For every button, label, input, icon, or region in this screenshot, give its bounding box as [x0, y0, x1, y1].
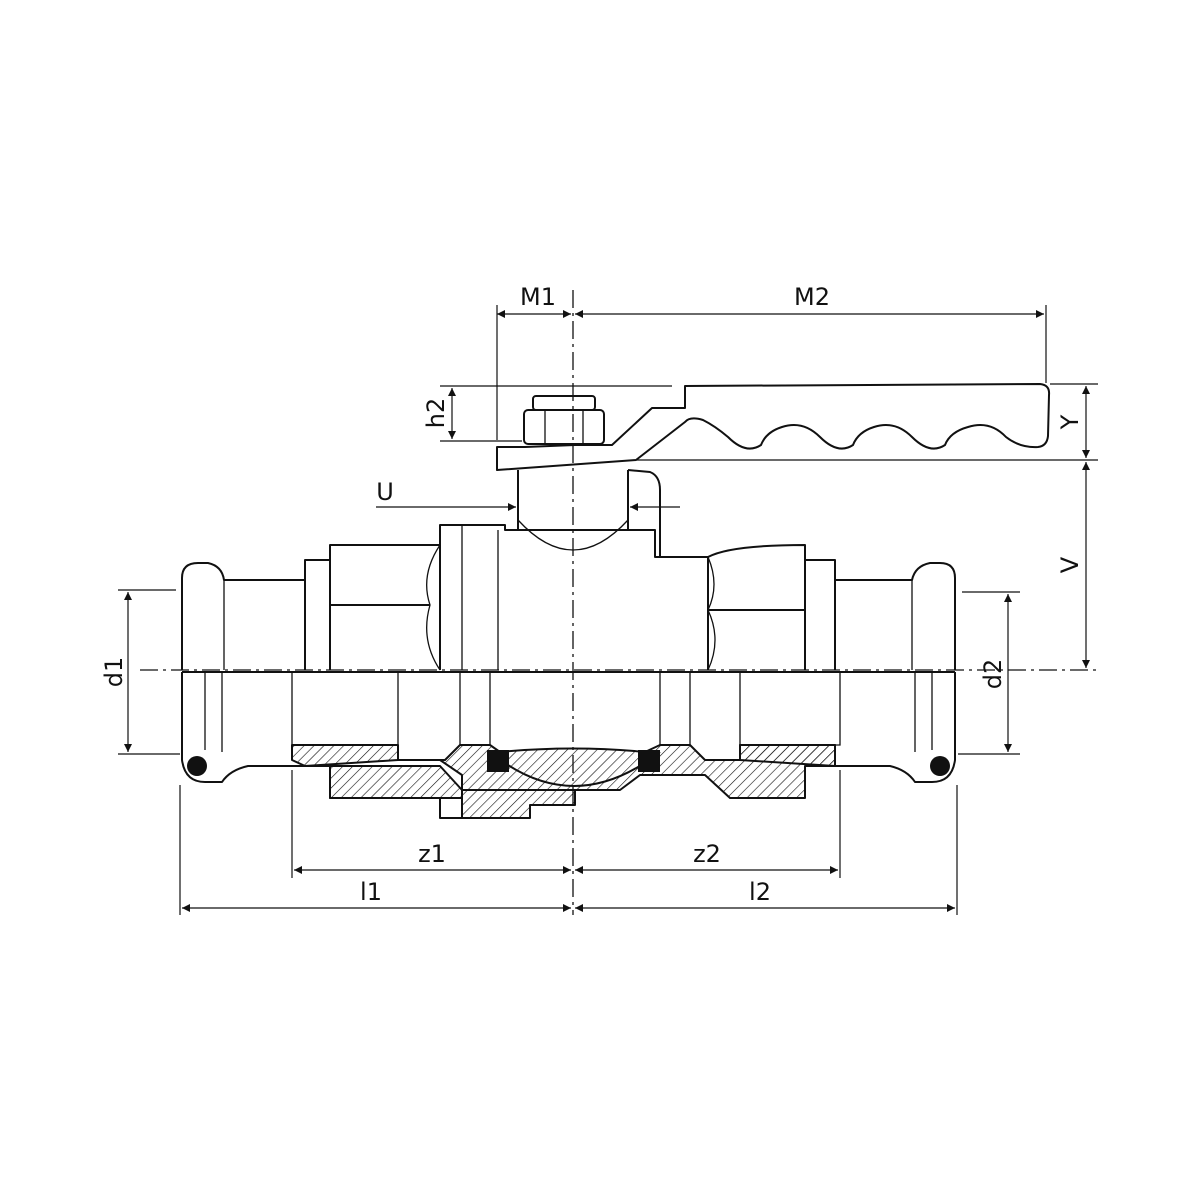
label-m2: M2	[794, 283, 830, 311]
label-l1: l1	[360, 878, 382, 906]
dim-z1-z2	[291, 770, 841, 878]
valve-body-upper	[181, 524, 956, 671]
dim-d2	[958, 591, 1020, 755]
label-m1: M1	[520, 283, 556, 311]
valve-neck	[517, 469, 661, 557]
label-d1: d1	[100, 657, 128, 688]
label-l2: l2	[749, 878, 771, 906]
left-seal	[487, 750, 509, 772]
label-z1: z1	[418, 840, 446, 868]
label-z2: z2	[693, 840, 721, 868]
right-o-ring	[930, 756, 950, 776]
label-h2: h2	[422, 398, 450, 428]
label-d2: d2	[979, 659, 1007, 690]
right-seal	[638, 750, 660, 772]
label-u: U	[376, 478, 394, 506]
label-y: Y	[1056, 414, 1084, 430]
valve-section-lower	[181, 672, 956, 819]
left-o-ring	[187, 756, 207, 776]
stem-nut	[523, 395, 605, 445]
dim-m1-m2	[496, 305, 1047, 440]
lever-handle	[496, 383, 1051, 471]
dim-y	[636, 383, 1098, 461]
dim-d1	[118, 589, 180, 755]
dim-l1-l2	[179, 785, 958, 915]
dim-h2	[440, 385, 672, 442]
label-v: V	[1056, 556, 1084, 573]
